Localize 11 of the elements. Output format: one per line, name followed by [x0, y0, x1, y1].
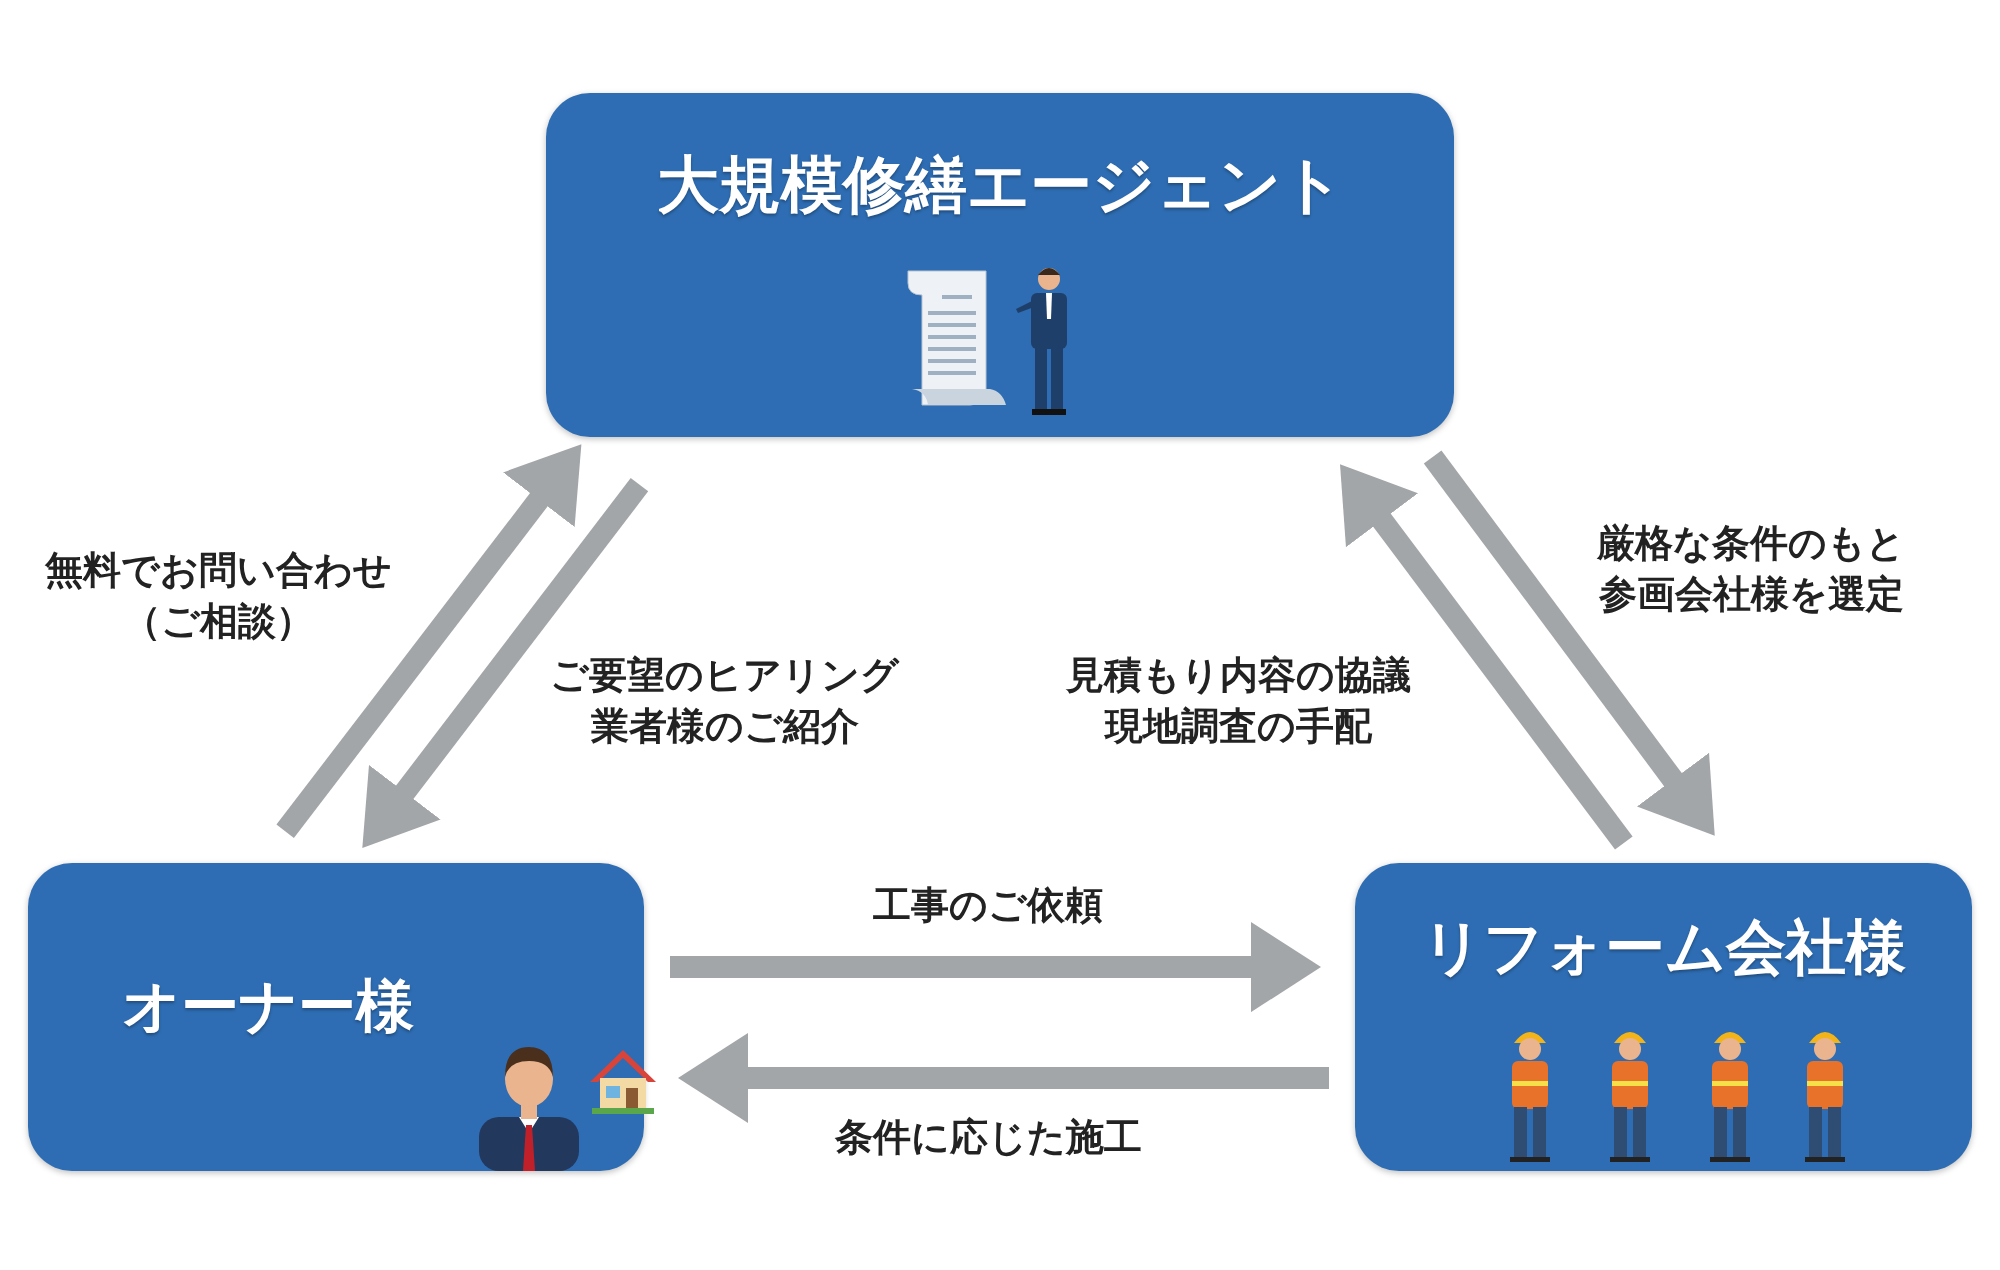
arrow [670, 922, 1321, 1013]
rounded-box [546, 93, 1454, 437]
node-title: オーナー様 [121, 971, 415, 1042]
arrow [276, 444, 582, 838]
arrow [678, 1033, 1329, 1123]
node-title: 大規模修繕エージェント [655, 147, 1345, 223]
rounded-box [1355, 863, 1972, 1171]
node-title: リフォーム会社様 [1420, 911, 1907, 984]
arrow [1340, 464, 1633, 850]
arrow [1423, 450, 1715, 836]
arrow [362, 478, 649, 848]
